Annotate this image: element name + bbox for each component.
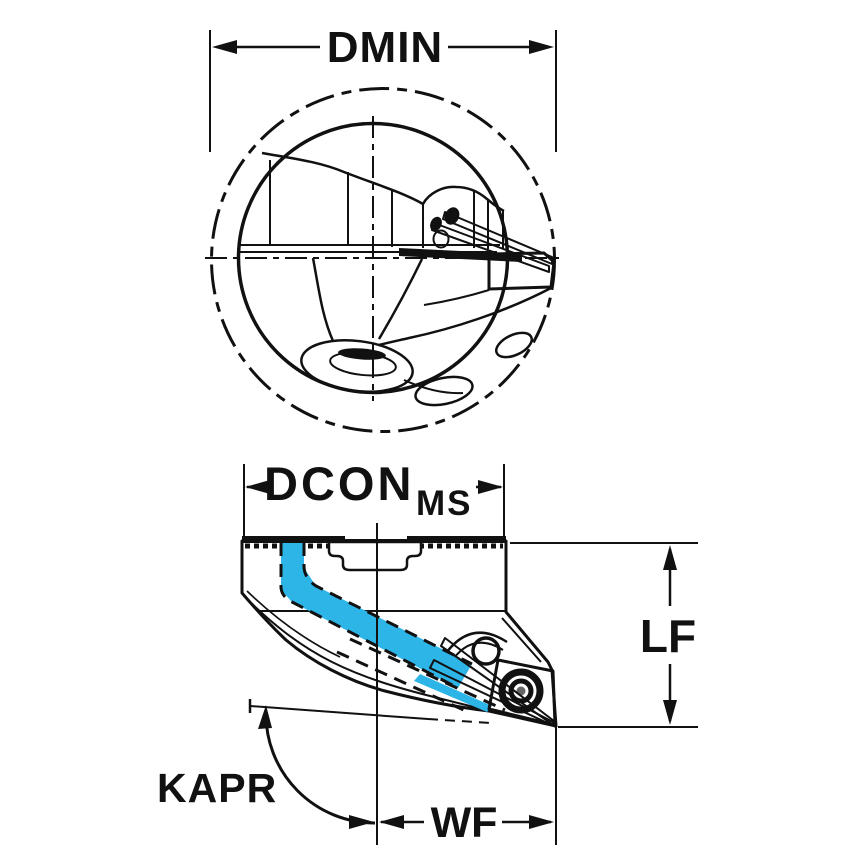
cutting-edge-line xyxy=(249,705,429,720)
dmin-label: DMIN xyxy=(327,23,443,72)
body-side-lobe xyxy=(495,331,533,359)
arrow-right-icon xyxy=(529,40,554,54)
kapr-label: KAPR xyxy=(157,765,277,811)
arrow-down-icon xyxy=(663,700,677,725)
front-body-contours xyxy=(239,151,552,395)
coolant-channel xyxy=(279,543,506,714)
arrow-right-icon xyxy=(349,815,374,829)
dcon-label: DCON xyxy=(264,457,414,510)
side-body-contours xyxy=(243,590,542,711)
angle-arc xyxy=(264,711,376,825)
front-view: DMIN xyxy=(205,23,562,433)
arrow-up-icon xyxy=(258,705,272,729)
coolant-channel-fill xyxy=(281,543,472,688)
wf-label: WF xyxy=(431,799,498,847)
dmin-dimension: DMIN xyxy=(209,23,557,152)
arrow-left-icon xyxy=(379,815,404,829)
cutting-edge-line-hidden xyxy=(427,718,492,724)
dcon-dimension: DCON MS xyxy=(243,457,505,538)
wf-dimension: WF xyxy=(379,799,554,847)
arrow-up-icon xyxy=(663,545,677,570)
kapr-dimension: KAPR xyxy=(157,705,376,829)
arrow-left-icon xyxy=(245,480,270,494)
arrow-right-icon xyxy=(529,815,554,829)
coolant-channel-fill xyxy=(414,674,492,712)
arrow-left-icon xyxy=(212,40,237,54)
pocket-hole xyxy=(471,636,501,666)
dcon-subscript-label: MS xyxy=(416,484,473,523)
bore-hole-front xyxy=(338,348,386,360)
dmin-pitch-circle xyxy=(210,87,556,433)
side-view: DCON MS LF KAPR WF xyxy=(157,457,698,847)
nozzle-bore-icon xyxy=(432,229,450,249)
arrow-right-icon xyxy=(478,480,503,494)
lf-label: LF xyxy=(640,610,696,662)
mounting-slot xyxy=(327,540,423,572)
coolant-jet xyxy=(442,211,553,265)
body-bottom-lobe xyxy=(414,375,474,407)
coolant-jet xyxy=(431,222,550,273)
coolant-jets-front xyxy=(431,211,553,273)
lf-dimension: LF xyxy=(640,545,696,725)
